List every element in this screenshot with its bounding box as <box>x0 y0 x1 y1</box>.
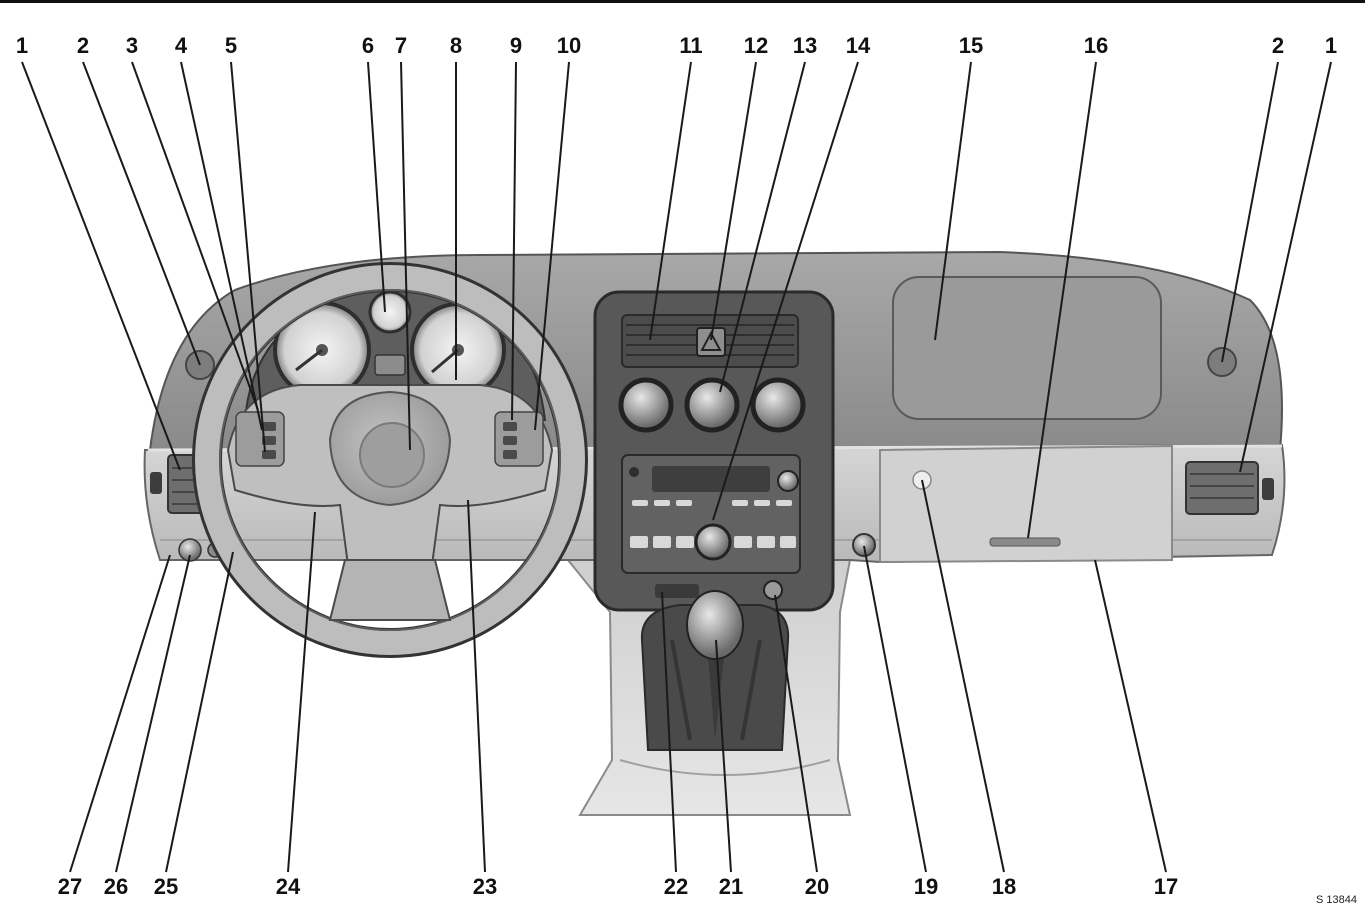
callout-23: 23 <box>472 874 498 899</box>
leader-line-top-16 <box>1027 61 1097 539</box>
callout-16: 16 <box>1083 33 1109 58</box>
climate-knob-centre <box>684 377 740 433</box>
callout-25: 25 <box>153 874 179 899</box>
callout-18: 18 <box>991 874 1017 899</box>
callout-9: 9 <box>509 33 523 58</box>
light-switch <box>178 538 202 562</box>
callout-7: 7 <box>394 33 408 58</box>
leader-line-top-6 <box>367 61 386 313</box>
leader-line-top-7 <box>400 61 411 451</box>
glovebox-handle <box>989 537 1061 547</box>
leader-line-top-2 <box>82 61 201 366</box>
callout-13: 13 <box>792 33 818 58</box>
leader-line-bottom-19 <box>863 545 927 873</box>
climate-knob-left <box>618 377 674 433</box>
leader-line-bottom-23 <box>467 499 486 873</box>
climate-knob-right <box>750 377 806 433</box>
leader-line-top-12 <box>710 61 757 341</box>
airbag-key-switch <box>852 533 876 557</box>
callout-27: 27 <box>57 874 83 899</box>
callout-5: 5 <box>224 33 238 58</box>
leader-line-top-11 <box>649 61 692 341</box>
callout-12: 12 <box>743 33 769 58</box>
callout-21: 21 <box>718 874 744 899</box>
callout-19: 19 <box>913 874 939 899</box>
leader-line-bottom-25 <box>165 551 234 873</box>
leader-line-bottom-24 <box>287 511 316 873</box>
figure-reference: S 13844 <box>1316 894 1357 906</box>
leader-line-bottom-26 <box>115 554 191 873</box>
radio-volume-knob <box>694 523 732 561</box>
leader-line-top-5 <box>230 61 266 453</box>
leader-line-bottom-17 <box>1094 559 1167 873</box>
leader-line-bottom-21 <box>715 639 732 873</box>
callout-1-right: 1 <box>1324 33 1338 58</box>
callout-14: 14 <box>845 33 871 58</box>
callout-6: 6 <box>361 33 375 58</box>
gear-knob <box>686 590 744 660</box>
callout-2-right: 2 <box>1271 33 1285 58</box>
leader-line-top-10 <box>534 61 570 431</box>
leader-line-top-15 <box>934 61 972 341</box>
callout-10: 10 <box>556 33 582 58</box>
right-vent <box>1185 461 1259 515</box>
callout-1: 1 <box>15 33 29 58</box>
callout-11: 11 <box>679 33 703 58</box>
leader-lines <box>21 61 1332 873</box>
callout-15: 15 <box>958 33 984 58</box>
callout-24: 24 <box>275 874 301 899</box>
leader-line-top-4 <box>180 61 263 431</box>
leader-line-top-3 <box>131 61 259 411</box>
passenger-airbag <box>892 276 1162 420</box>
storage-slot <box>655 584 699 598</box>
callout-2: 2 <box>76 33 90 58</box>
callout-17: 17 <box>1153 874 1179 899</box>
fuel-gauge <box>368 290 412 334</box>
callout-26: 26 <box>103 874 129 899</box>
leader-line-top-14 <box>712 61 859 521</box>
leader-line-bottom-22 <box>661 591 677 873</box>
callout-22: 22 <box>663 874 689 899</box>
leader-line-top-13 <box>719 61 806 393</box>
callout-3: 3 <box>125 33 139 58</box>
leader-line-top-9 <box>511 61 517 421</box>
callout-4: 4 <box>174 33 188 58</box>
callout-8: 8 <box>449 33 463 58</box>
leader-line-bottom-18 <box>921 479 1005 873</box>
accessory-socket <box>763 580 783 600</box>
leader-line-bottom-20 <box>774 594 818 873</box>
steering-wheel <box>192 262 588 658</box>
leader-line-top-1 <box>21 61 181 471</box>
leader-line-top-1 <box>1239 61 1332 473</box>
leader-line-top-2 <box>1221 61 1279 363</box>
radio-display <box>652 466 770 492</box>
leader-line-bottom-27 <box>69 554 171 873</box>
callout-20: 20 <box>804 874 830 899</box>
